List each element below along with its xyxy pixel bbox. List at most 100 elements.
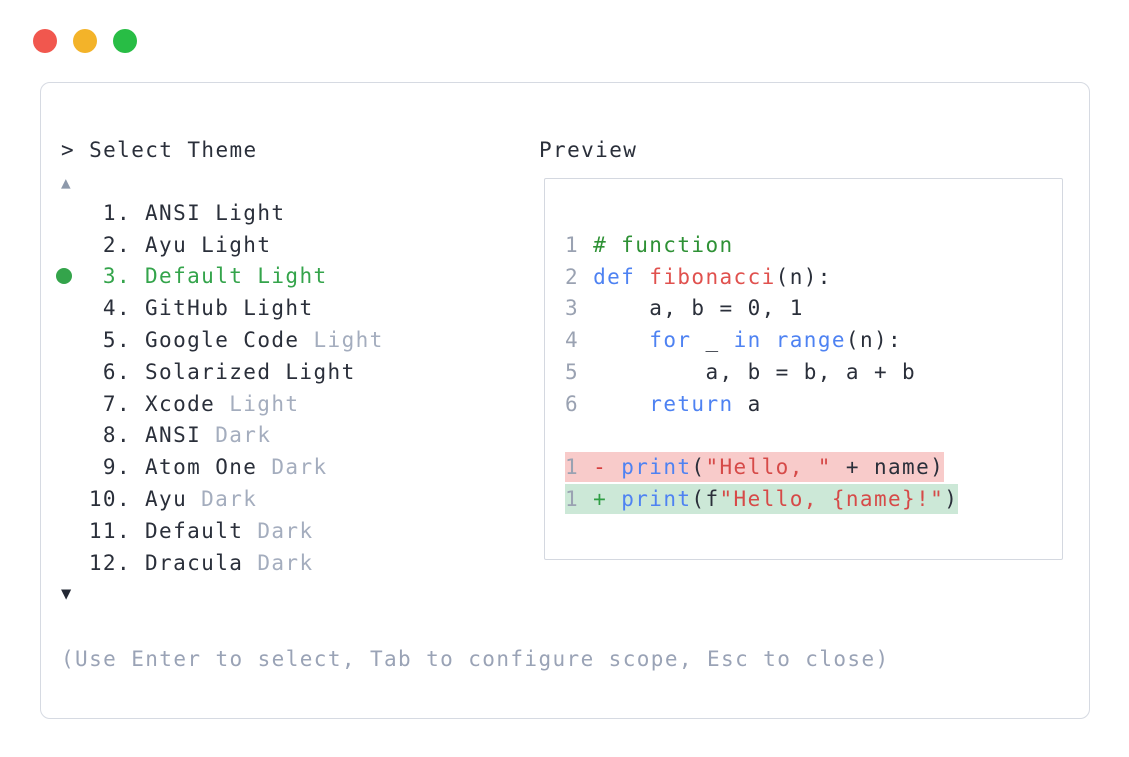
token-kw: range bbox=[775, 328, 846, 353]
token-plain bbox=[762, 328, 776, 352]
theme-item-ayu-dark[interactable]: 10. Ayu Dark bbox=[61, 483, 384, 515]
code-line: 5 a, b = b, a + b bbox=[565, 356, 958, 388]
theme-item-number: 7. bbox=[102, 391, 131, 416]
token-str: "Hello, " bbox=[705, 455, 832, 480]
token-kw: return bbox=[649, 391, 734, 416]
scroll-up-arrow-icon[interactable]: ▲ bbox=[61, 173, 71, 192]
token-plain: a, b = b, a + b bbox=[593, 360, 917, 385]
theme-item-suffix: Dark bbox=[215, 423, 272, 448]
code-line-content: 5 a, b = b, a + b bbox=[565, 357, 916, 387]
code-line-content: 1 + print(f"Hello, {name}!") bbox=[565, 484, 959, 515]
theme-item-number: 4. bbox=[102, 296, 131, 321]
token-ln: 4 bbox=[565, 328, 594, 353]
token-plain: ( bbox=[691, 455, 706, 480]
code-line: 4 for _ in range(n): bbox=[565, 324, 958, 356]
theme-item-name: Default bbox=[145, 264, 244, 289]
token-kw: in bbox=[733, 328, 762, 353]
theme-item-default-dark[interactable]: 11. Default Dark bbox=[61, 515, 384, 547]
preview-heading: Preview bbox=[539, 138, 638, 162]
token-kw: print bbox=[621, 487, 692, 512]
theme-item-number: 12. bbox=[88, 550, 131, 575]
diff-line-del: 1 - print("Hello, " + name) bbox=[565, 452, 958, 484]
theme-item-ayu-light[interactable]: 2. Ayu Light bbox=[61, 229, 384, 261]
diff-line-add: 1 + print(f"Hello, {name}!") bbox=[565, 483, 959, 515]
token-str: "Hello, {name}!" bbox=[719, 487, 945, 512]
theme-item-number: 1. bbox=[102, 200, 131, 225]
minimize-window-icon[interactable] bbox=[73, 29, 97, 53]
theme-item-google-code-light[interactable]: 5. Google Code Light bbox=[61, 324, 384, 356]
code-line: 3 a, b = 0, 1 bbox=[565, 293, 958, 325]
theme-item-number: 8. bbox=[102, 423, 131, 448]
theme-item-suffix: Light bbox=[201, 232, 272, 257]
theme-item-number: 2. bbox=[102, 232, 131, 257]
theme-item-name: Google Code bbox=[145, 328, 300, 353]
token-plain: a bbox=[733, 391, 762, 416]
theme-item-name: Ayu bbox=[145, 487, 188, 512]
token-plain: ) bbox=[944, 487, 959, 512]
token-plain: (f bbox=[691, 487, 720, 512]
token-plain bbox=[593, 328, 649, 352]
theme-item-number: 11. bbox=[88, 518, 131, 543]
code-line: 1 # function bbox=[565, 229, 958, 261]
code-line-content: 4 for _ in range(n): bbox=[565, 325, 902, 355]
token-del: - bbox=[593, 455, 622, 480]
theme-item-ansi-light[interactable]: 1. ANSI Light bbox=[61, 197, 384, 229]
selected-item-bullet-icon bbox=[56, 268, 72, 285]
code-line: 2 def fibonacci(n): bbox=[565, 261, 958, 293]
theme-item-suffix: Light bbox=[313, 328, 384, 353]
theme-item-suffix: Dark bbox=[257, 550, 314, 575]
theme-item-atom-one-dark[interactable]: 9. Atom One Dark bbox=[61, 451, 384, 483]
token-comment: # function bbox=[593, 232, 734, 257]
token-kw: for bbox=[649, 328, 692, 353]
token-plain bbox=[593, 392, 649, 416]
token-add: + bbox=[593, 487, 622, 512]
theme-item-number: 10. bbox=[88, 487, 131, 512]
token-ln: 3 bbox=[565, 296, 594, 321]
token-ln: 6 bbox=[565, 391, 594, 416]
theme-item-suffix: Dark bbox=[257, 518, 314, 543]
theme-item-number: 9. bbox=[102, 455, 131, 480]
zoom-window-icon[interactable] bbox=[113, 29, 137, 53]
theme-item-number: 5. bbox=[102, 328, 131, 353]
window-traffic-lights bbox=[33, 29, 137, 53]
keyboard-hint-text: (Use Enter to select, Tab to configure s… bbox=[61, 647, 890, 671]
token-plain: (n): bbox=[775, 264, 832, 289]
close-window-icon[interactable] bbox=[33, 29, 57, 53]
theme-item-suffix: Light bbox=[215, 200, 286, 225]
theme-item-name: Xcode bbox=[145, 391, 216, 416]
theme-item-xcode-light[interactable]: 7. Xcode Light bbox=[61, 388, 384, 420]
theme-item-name: ANSI bbox=[145, 200, 202, 225]
code-line-content: 6 return a bbox=[565, 389, 762, 419]
token-kw: def bbox=[593, 264, 650, 289]
token-kw: print bbox=[621, 455, 692, 480]
scroll-down-arrow-icon[interactable]: ▼ bbox=[61, 584, 72, 604]
theme-item-name: Solarized bbox=[145, 359, 272, 384]
theme-item-suffix: Light bbox=[285, 359, 356, 384]
token-ln: 5 bbox=[565, 360, 594, 385]
token-plain: _ bbox=[691, 328, 734, 353]
theme-item-name: Default bbox=[145, 518, 244, 543]
code-line-content: 3 a, b = 0, 1 bbox=[565, 293, 804, 323]
theme-item-name: Ayu bbox=[145, 232, 188, 257]
code-line-content: 1 - print("Hello, " + name) bbox=[565, 452, 945, 483]
code-line-content: 2 def fibonacci(n): bbox=[565, 262, 832, 292]
token-plain: + name) bbox=[831, 455, 945, 480]
theme-item-suffix: Light bbox=[229, 391, 300, 416]
theme-item-suffix: Dark bbox=[271, 455, 328, 480]
code-line-content: 1 # function bbox=[565, 230, 734, 260]
theme-item-suffix: Dark bbox=[201, 487, 258, 512]
theme-item-name: Atom One bbox=[145, 455, 258, 480]
code-line bbox=[565, 420, 958, 452]
token-plain: a, b = 0, 1 bbox=[593, 296, 804, 321]
theme-item-suffix: Light bbox=[257, 264, 328, 289]
theme-item-name: GitHub bbox=[145, 296, 230, 321]
